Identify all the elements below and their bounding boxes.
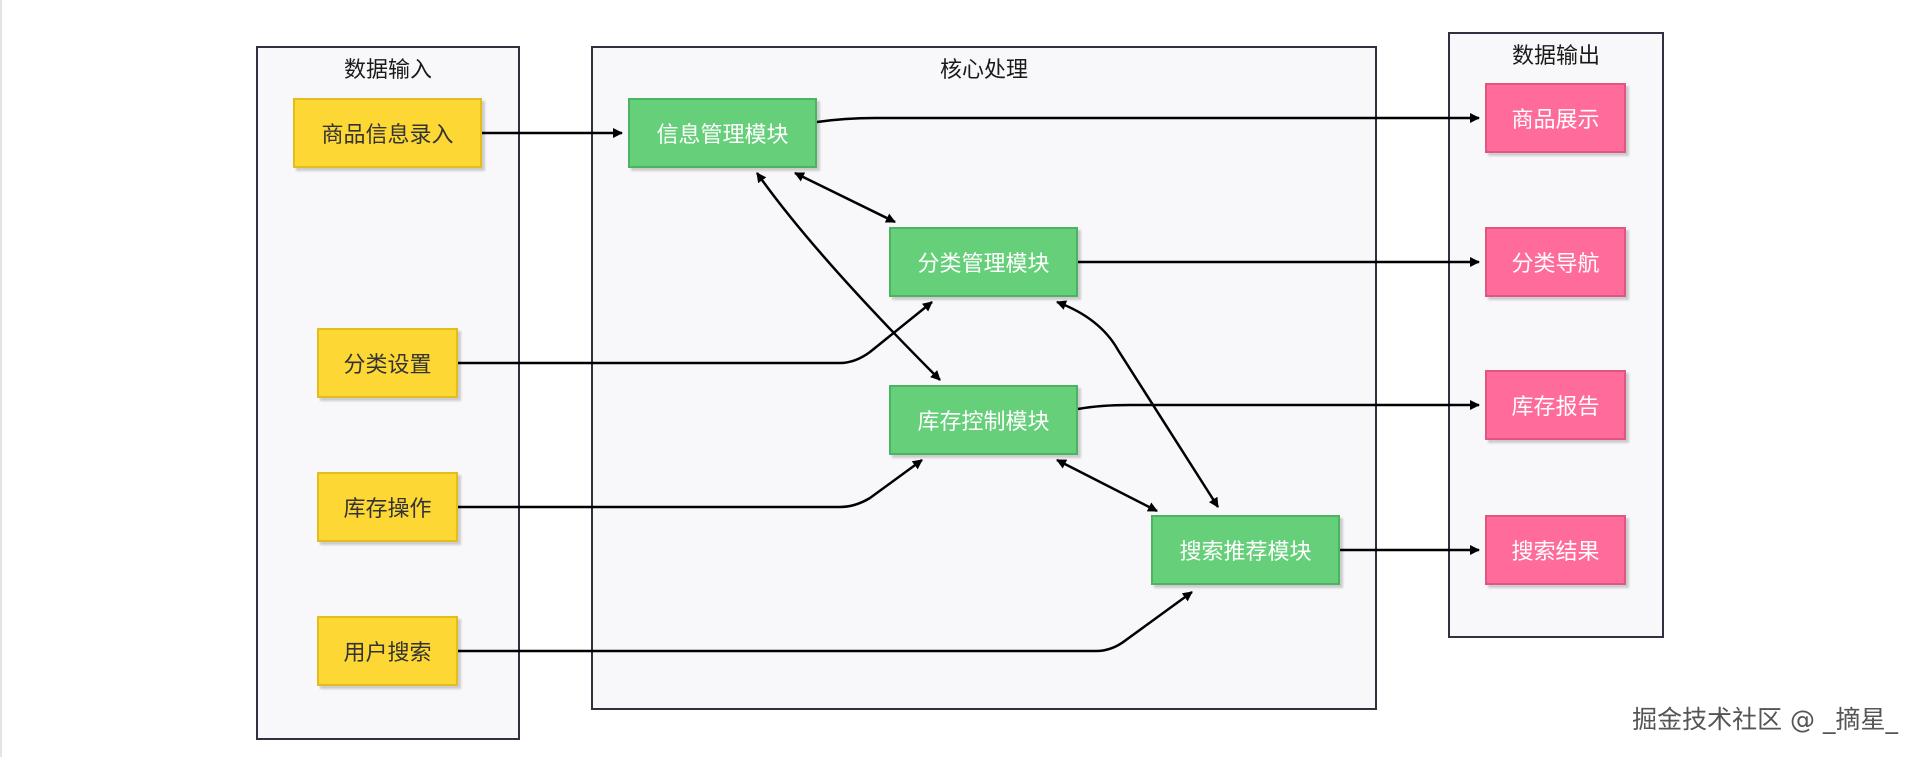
node-inventory-operation: 库存操作 [317,472,458,542]
edge-inventory-operation-to-inventory-control [458,458,923,509]
node-category-management: 分类管理模块 [889,227,1078,297]
edge-info-management-to-product-display [816,113,1480,124]
group-title-core-processing: 核心处理 [939,58,1028,83]
node-product-display: 商品展示 [1485,83,1626,153]
node-inventory-control: 库存控制模块 [889,385,1078,455]
edge-info-management-category-management [794,171,896,224]
watermark-text: 掘金技术社区 @ _摘星_ [1632,705,1898,734]
edge-inventory-control-search-recommend [1056,458,1158,513]
edge-user-search-to-search-recommend [458,590,1193,653]
group-title-data-input: 数据输入 [343,58,432,83]
edge-category-management-search-recommend [1056,300,1220,508]
node-category-navigation: 分类导航 [1485,227,1626,297]
node-inventory-report: 库存报告 [1485,370,1626,440]
group-title-data-output: 数据输出 [1511,44,1600,69]
edge-inventory-control-to-inventory-report [1077,400,1480,411]
edge-category-settings-to-category-management [458,301,933,365]
node-product-info-entry: 商品信息录入 [293,98,482,168]
node-search-results: 搜索结果 [1485,515,1626,585]
edge-info-management-inventory-control [755,172,941,381]
node-search-recommend: 搜索推荐模块 [1151,515,1340,585]
node-user-search: 用户搜索 [317,616,458,686]
page-edge-line [0,0,2,757]
node-info-management: 信息管理模块 [628,98,817,168]
node-category-settings: 分类设置 [317,328,458,398]
